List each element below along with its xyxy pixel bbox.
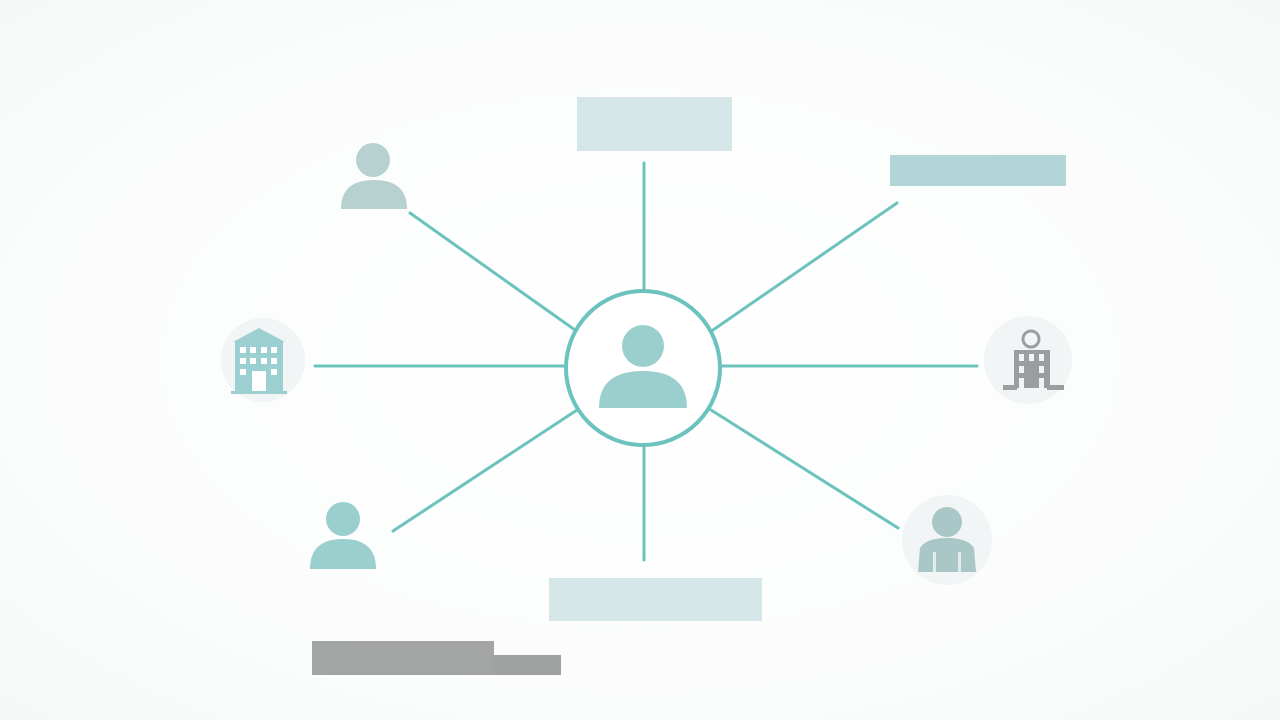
label-top-placeholder <box>577 97 732 151</box>
legend-bar <box>312 641 561 675</box>
building-icon <box>231 328 287 394</box>
label-top-right-placeholder <box>890 155 1066 186</box>
label-bottom-placeholder <box>549 578 762 621</box>
person-icon <box>599 325 687 408</box>
person-icon <box>341 143 407 209</box>
connector-top-left <box>408 211 577 332</box>
connector-top-right <box>711 201 899 332</box>
connector-bottom-right <box>709 408 900 530</box>
legend-bar-tail <box>493 655 561 675</box>
hub-ring <box>564 289 722 447</box>
person-bottom-left-node <box>310 502 376 569</box>
person-icon <box>918 507 976 572</box>
hub-node <box>564 289 722 447</box>
person-icon <box>310 502 376 569</box>
building-left-node <box>221 318 305 402</box>
connector-bottom-left <box>391 408 579 533</box>
person-top-left-node <box>341 143 407 209</box>
building-right-node <box>984 316 1072 404</box>
connectors <box>313 161 979 562</box>
building-icon <box>1003 329 1064 390</box>
person-bottom-right-node <box>902 495 992 585</box>
legend-bar-main <box>312 641 494 675</box>
